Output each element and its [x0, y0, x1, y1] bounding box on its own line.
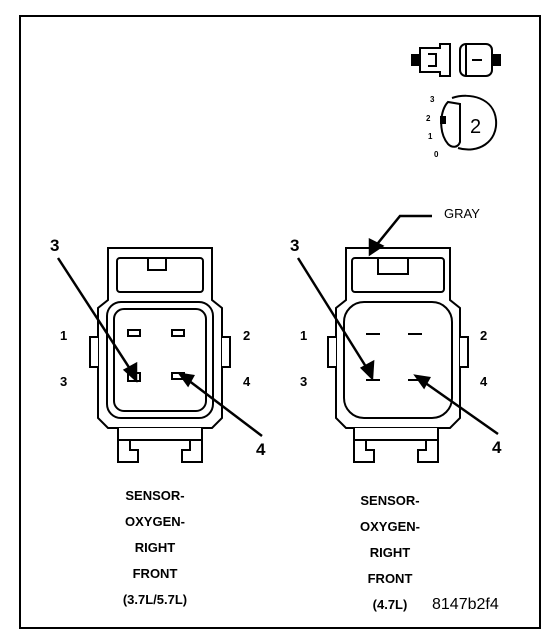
pin-label-1: 1 [60, 328, 68, 343]
position-dial-icon [440, 94, 498, 151]
wire-color-label: GRAY [444, 206, 480, 221]
connector-left-arrows [56, 257, 263, 437]
caption-line: RIGHT [369, 545, 411, 560]
pin-label-1: 1 [300, 328, 308, 343]
caption-line: FRONT [367, 571, 413, 586]
figure-id: 8147b2f4 [432, 596, 499, 613]
caption-line: SENSOR- [125, 488, 185, 503]
connector-right-arrows [296, 214, 499, 436]
connector-key-icon [411, 43, 501, 77]
pin-label-2: 2 [243, 328, 251, 343]
callout-4: 4 [492, 438, 502, 457]
caption-line: FRONT [132, 566, 178, 581]
callout-3: 3 [290, 236, 300, 255]
caption-right: SENSOR- OXYGEN- RIGHT FRONT (4.7L) [330, 488, 450, 618]
pin-label-3: 3 [300, 374, 308, 389]
dial-scale-label: 2 [426, 114, 431, 123]
callout-3: 3 [50, 236, 60, 255]
caption-line: (3.7L/5.7L) [122, 592, 188, 607]
pin-label-4: 4 [480, 374, 488, 389]
pin-2-left [171, 329, 185, 337]
pin-label-3: 3 [60, 374, 68, 389]
caption-line: OXYGEN- [360, 519, 420, 534]
pin-label-2: 2 [480, 328, 488, 343]
dial-scale-label: 3 [430, 95, 435, 104]
connector-body-left [89, 247, 231, 463]
callout-4: 4 [256, 440, 266, 459]
dial-position-value: 2 [470, 116, 482, 138]
caption-line: SENSOR- [360, 493, 420, 508]
figure-frame [19, 15, 541, 629]
connector-body-right [327, 247, 469, 463]
pin-1-left [127, 329, 141, 337]
caption-line: (4.7L) [372, 597, 408, 612]
caption-line: RIGHT [134, 540, 176, 555]
dial-scale-label: 0 [434, 150, 439, 159]
dial-scale-label: 1 [428, 132, 433, 141]
caption-line: OXYGEN- [125, 514, 185, 529]
caption-left: SENSOR- OXYGEN- RIGHT FRONT (3.7L/5.7L) [90, 483, 220, 613]
pin-label-4: 4 [243, 374, 251, 389]
